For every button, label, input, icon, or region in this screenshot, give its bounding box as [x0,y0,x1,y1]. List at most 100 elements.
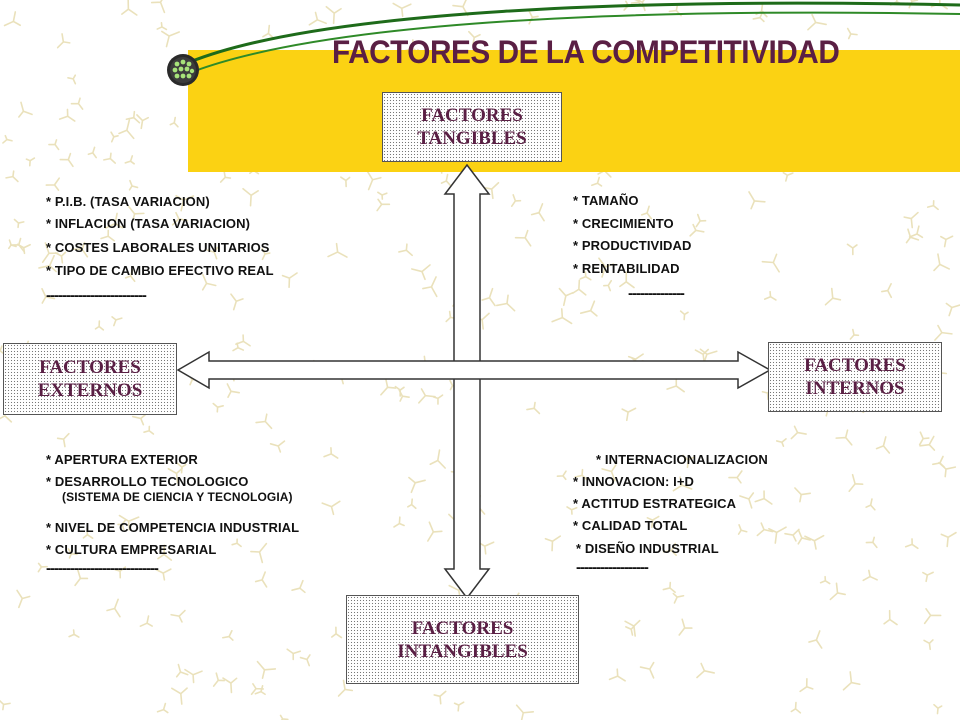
deco-mark [393,516,405,528]
deco-mark [58,108,76,122]
deco-mark [835,429,853,446]
deco-mark [640,205,653,220]
deco-mark [2,134,13,144]
deco-mark [242,187,259,207]
list-item-costes-laborales: * COSTES LABORALES UNITARIOS [46,240,270,255]
list-item-cultura-empresarial: * CULTURA EMPRESARIAL [46,542,217,557]
deco-mark [212,402,224,413]
deco-mark [5,170,19,183]
deco-mark [104,212,124,229]
deco-mark [608,668,626,682]
deco-mark [16,589,31,609]
deco-mark [429,449,446,469]
list-item-internacionalizacion: * INTERNACIONALIZACION [596,452,768,467]
deco-mark [254,571,268,588]
deco-mark [748,191,766,210]
deco-mark [790,425,807,440]
deco-mark [739,492,755,509]
list-item-desarrollo-tecnologico: * DESARROLLO TECNOLOGICO [46,474,249,489]
list-item-productividad: * PRODUCTIVIDAD [573,238,692,253]
globe-icon [167,54,199,86]
deco-mark [286,648,302,661]
deco-mark [662,542,677,557]
list-item-diseno-industrial: * DISEÑO INDUSTRIAL [576,541,719,556]
deco-mark [41,242,59,264]
deco-mark [281,272,298,289]
deco-mark [74,569,89,587]
deco-mark [603,279,613,292]
deco-mark [483,181,500,200]
deco-mark [255,413,273,430]
deco-mark [376,198,391,212]
box-intangibles-line-1: FACTORES [411,617,514,639]
deco-mark [340,176,351,188]
deco-mark [756,522,774,537]
deco-mark [398,243,413,257]
deco-mark [156,702,169,714]
deco-mark [117,519,127,531]
deco-mark [819,575,831,585]
deco-mark [923,607,942,625]
deco-mark [598,257,615,278]
deco-mark [111,316,123,327]
deco-mark [161,30,180,48]
deco-mark [842,671,861,691]
deco-mark [728,470,743,484]
deco-mark [807,13,827,31]
deco-mark [881,283,893,299]
deco-mark [824,287,842,306]
deco-mark [45,177,60,191]
deco-mark [481,287,496,307]
deco-mark [100,229,115,242]
deco-mark [68,629,80,638]
deco-mark [514,229,532,247]
deco-mark [124,268,136,283]
deco-mark [790,701,802,714]
list-item-apertura-exterior: * APERTURA EXTERIOR [46,452,198,467]
deco-mark [392,2,412,17]
deco-mark [754,490,773,505]
deco-mark [70,97,84,110]
deco-mark [926,200,939,211]
list-item-pib: * P.I.B. (TASA VARIACION) [46,194,210,209]
box-intangibles-line-2: INTANGIBLES [397,640,528,662]
deco-mark [321,500,341,516]
deco-mark [763,290,777,301]
deco-mark [0,699,11,711]
deco-mark [38,254,57,273]
deco-mark [394,385,405,397]
deco-mark [169,116,179,128]
deco-mark [156,22,168,31]
deco-mark [118,514,140,531]
deco-mark [862,569,878,582]
deco-mark [231,538,242,548]
deco-mark [797,529,811,545]
list-item-innovacion: * INNOVACION: I+D [573,474,694,489]
deco-mark [82,527,94,539]
deco-mark [106,598,121,618]
deco-mark [808,630,823,649]
deco-mark [221,629,234,641]
box-internos-line-2: INTERNOS [805,378,905,399]
deco-mark [495,294,516,312]
deco-mark [127,205,145,222]
deco-mark [510,194,522,207]
deco-mark [574,468,589,481]
deco-mark [932,455,945,468]
deco-mark [269,440,286,453]
deco-mark [261,247,271,261]
deco-mark [72,241,89,258]
box-tangibles-line-1: FACTORES [421,105,523,126]
deco-mark [56,33,71,49]
deco-mark [662,581,676,594]
deco-mark [254,684,266,696]
list-item-tipo-cambio: * TIPO DE CAMBIO EFECTIVO REAL [46,263,274,278]
deco-mark [923,639,934,651]
deco-mark [13,218,25,229]
deco-mark [327,242,348,258]
deco-mark [933,253,951,272]
deco-mark [619,271,635,289]
deco-mark [110,131,119,143]
